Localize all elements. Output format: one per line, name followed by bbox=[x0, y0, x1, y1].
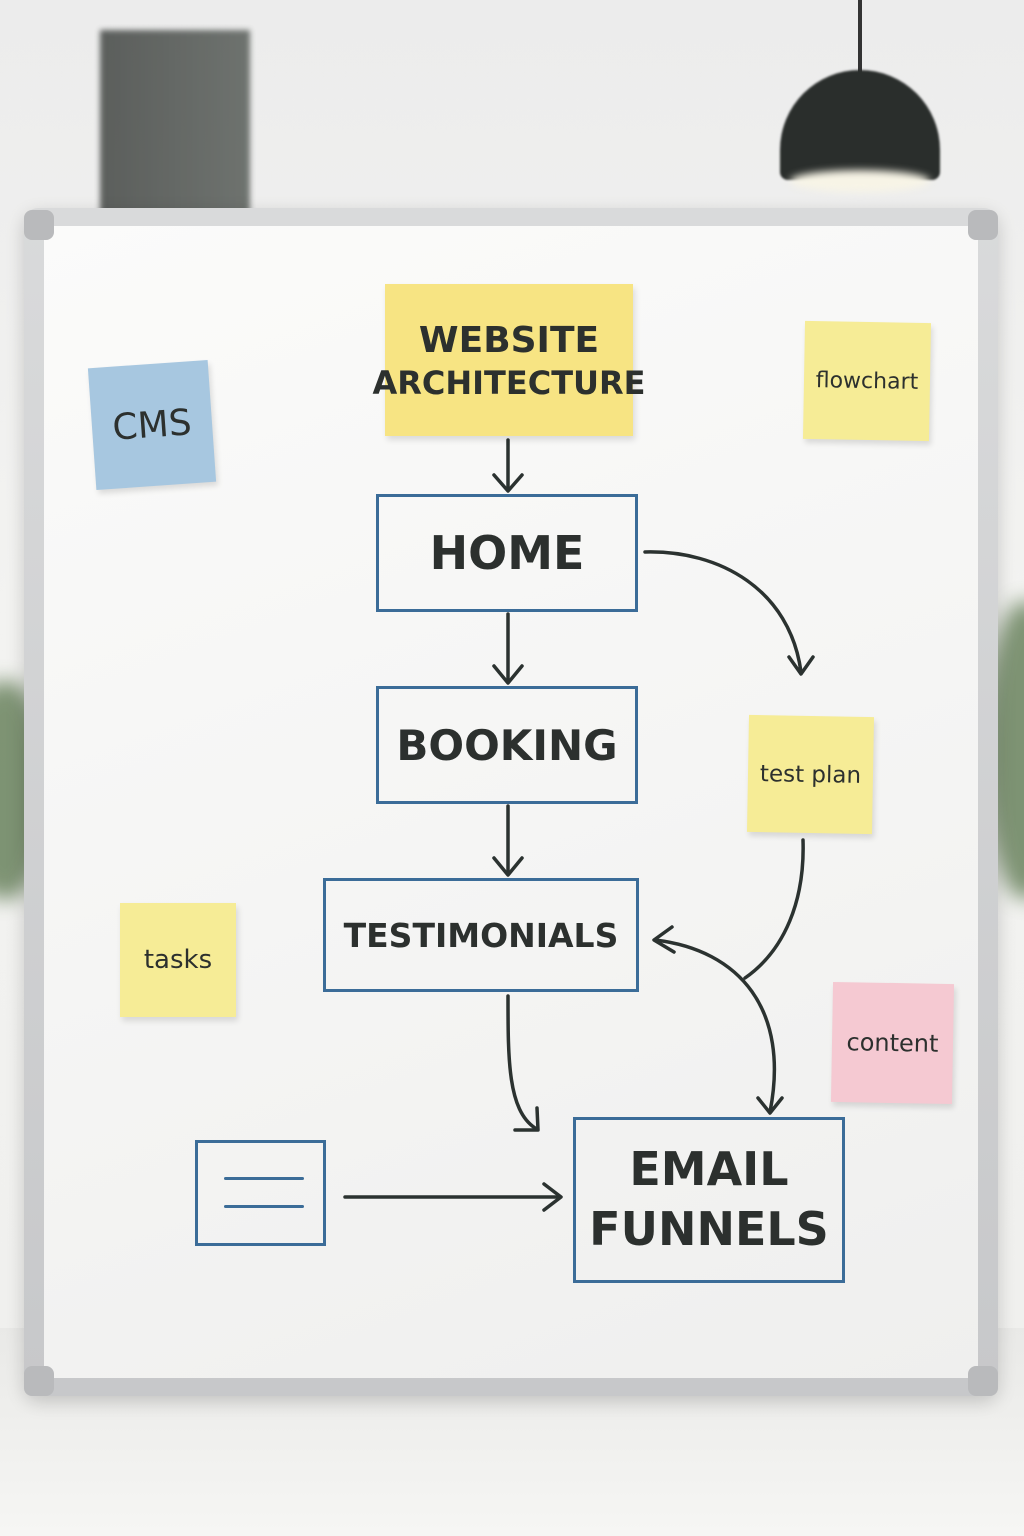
flowchart-label: flowchart bbox=[815, 367, 919, 395]
flowchart-sticky-note: flowchart bbox=[802, 320, 932, 442]
box-line bbox=[224, 1177, 304, 1180]
arrowhead bbox=[542, 1182, 563, 1212]
frame-corner bbox=[968, 1366, 998, 1396]
arrowhead bbox=[492, 856, 524, 877]
home-box: HOME bbox=[376, 494, 638, 612]
cms-sticky-note: CMS bbox=[87, 359, 217, 491]
frame-corner bbox=[24, 210, 54, 240]
testimonials-box: TESTIMONIALS bbox=[323, 878, 639, 992]
booking-label: BOOKING bbox=[396, 720, 618, 770]
home-label: HOME bbox=[429, 526, 585, 580]
arrowhead bbox=[787, 655, 815, 676]
title-sticky-note: WEBSITE ARCHITECTURE bbox=[372, 284, 646, 436]
arrowhead bbox=[652, 925, 676, 954]
pendant-lamp-glow bbox=[790, 170, 930, 192]
test-plan-label: test plan bbox=[759, 760, 862, 789]
title-line-2: ARCHITECTURE bbox=[372, 363, 646, 402]
arrow-home-to-test-plan bbox=[643, 550, 803, 674]
arrow-testimonials-to-email bbox=[506, 994, 537, 1130]
test-plan-sticky-note: test plan bbox=[746, 714, 875, 835]
pendant-lamp-cord bbox=[858, 0, 862, 80]
arrowhead bbox=[756, 1096, 784, 1115]
email-funnels-line-1: EMAIL bbox=[629, 1142, 789, 1197]
box-line bbox=[224, 1205, 304, 1208]
email-funnels-box: EMAIL FUNNELS bbox=[573, 1117, 845, 1283]
frame-corner bbox=[968, 210, 998, 240]
booking-box: BOOKING bbox=[376, 686, 638, 804]
arrowhead bbox=[492, 664, 524, 685]
lined-box bbox=[195, 1140, 326, 1246]
frame-corner bbox=[24, 1366, 54, 1396]
arrowhead bbox=[513, 1106, 540, 1132]
tasks-label: tasks bbox=[143, 945, 213, 975]
title-line-1: WEBSITE bbox=[418, 319, 600, 361]
email-funnels-line-2: FUNNELS bbox=[589, 1202, 829, 1256]
cms-label: CMS bbox=[111, 401, 193, 449]
arrow-email-to-testimonials bbox=[653, 938, 776, 1114]
testimonials-label: TESTIMONIALS bbox=[343, 915, 619, 955]
tasks-sticky-note: tasks bbox=[120, 903, 236, 1017]
content-label: content bbox=[846, 1028, 939, 1058]
arrow-test-plan-to-testimonials bbox=[743, 838, 805, 980]
arrowhead bbox=[492, 473, 524, 493]
content-sticky-note: content bbox=[830, 981, 955, 1105]
